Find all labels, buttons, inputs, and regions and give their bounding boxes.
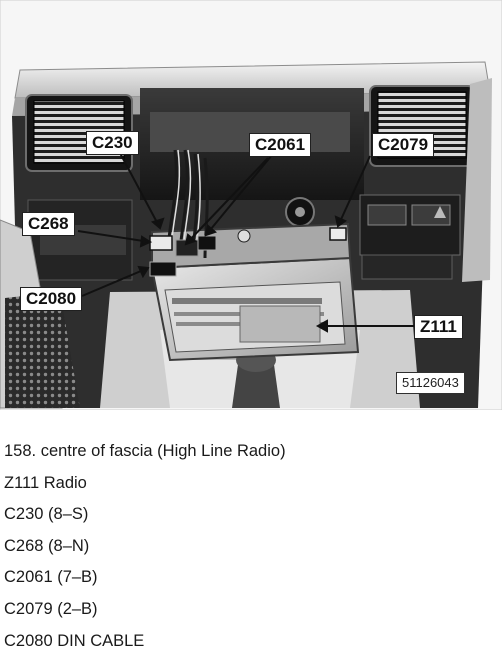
caption-line: C2080 DIN CABLE (4, 631, 145, 650)
dashboard-photo (0, 0, 502, 410)
caption-line: C2061 (7–B) (4, 568, 98, 587)
caption-line: C268 (8–N) (4, 536, 90, 555)
callout-c268: C268 (22, 212, 75, 236)
callout-c2080: C2080 (20, 287, 83, 311)
caption: 158. centre of fascia (High Line Radio) … (4, 436, 498, 657)
caption-title: 158. centre of fascia (High Line Radio) (4, 442, 286, 460)
callout-c230: C230 (86, 131, 139, 155)
callout-z111: Z111 (414, 315, 463, 339)
callout-c2061: C2061 (249, 133, 312, 157)
caption-line: C230 (8–S) (4, 505, 89, 524)
callout-c2079: C2079 (372, 133, 435, 157)
figure-id-label: 51126043 (396, 372, 465, 394)
caption-line: C2079 (2–B) (4, 599, 98, 618)
caption-line: Z111 Radio (4, 473, 87, 492)
